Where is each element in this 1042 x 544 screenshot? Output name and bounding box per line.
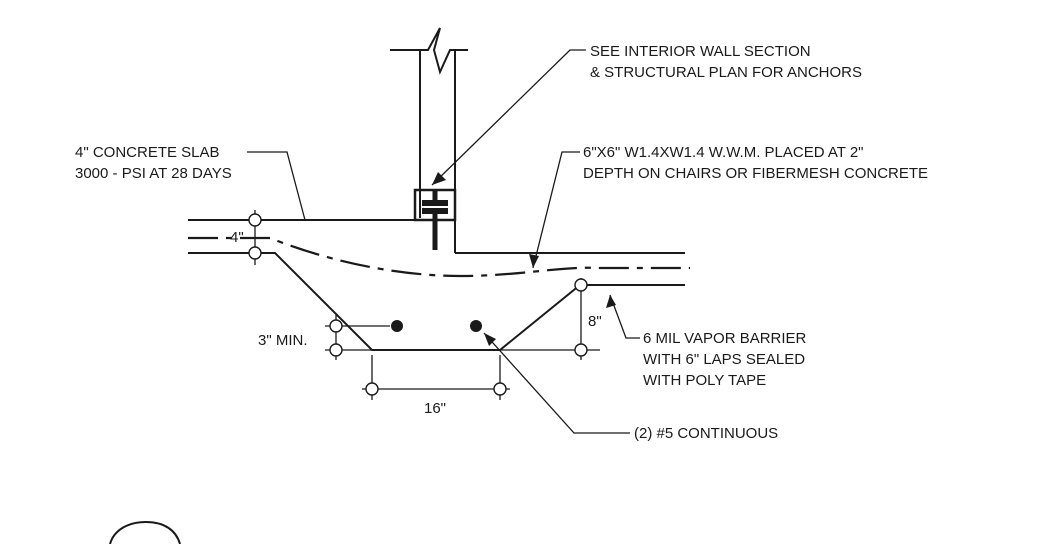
anchor-bolt [413,188,457,250]
dimension-thickened-depth: 8" [500,278,602,360]
leader-rebar [483,332,630,434]
detail-marker [109,520,181,544]
wire-mesh [188,236,690,278]
note-slab-line-1: 4" CONCRETE SLAB [75,144,220,161]
note-wall-section-line-1: SEE INTERIOR WALL SECTION [590,43,811,60]
leader-wall-section [431,49,586,186]
note-mesh-line-2: DEPTH ON CHAIRS OR FIBERMESH CONCRETE [583,165,928,182]
dim-label-thickened-depth: 8" [588,313,602,330]
dim-label-cover: 3" MIN. [258,332,308,349]
leader-vapor [606,294,640,339]
note-slab-line-2: 3000 - PSI AT 28 DAYS [75,165,232,182]
dimension-footing-width: 16" [362,355,510,417]
rebar-dot-left [391,320,403,332]
note-mesh-line-1: 6"X6" W1.4XW1.4 W.W.M. PLACED AT 2" [583,144,864,161]
leader-mesh [529,151,580,269]
dim-label-footing-width: 16" [424,400,446,417]
note-rebar: (2) #5 CONTINUOUS [634,425,778,442]
note-vapor-line-1: 6 MIL VAPOR BARRIER [643,330,807,347]
dimension-slab-thickness: 4" [230,210,262,265]
dimension-cover: 3" MIN. [258,315,390,360]
rebar-dot-right [470,320,482,332]
note-wall-section-line-2: & STRUCTURAL PLAN FOR ANCHORS [590,64,862,81]
note-vapor-line-2: WITH 6" LAPS SEALED [643,351,805,368]
dim-label-slab-thickness: 4" [230,229,244,246]
note-vapor-line-3: WITH POLY TAPE [643,372,766,389]
leader-slab [247,151,306,221]
